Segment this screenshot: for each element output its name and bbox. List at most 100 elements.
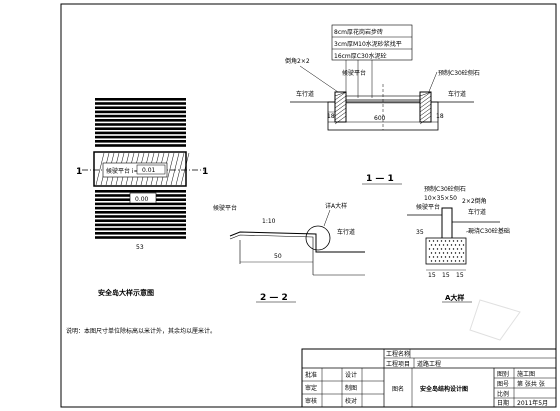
- da-size-label: 10×35×50: [424, 195, 457, 202]
- tb-design: 设计: [345, 371, 357, 379]
- elevation-top: 0.01: [142, 167, 156, 174]
- curb-hatch-line: [419, 115, 432, 125]
- curb-hatch-line: [419, 99, 432, 109]
- aggregate-dot: [450, 244, 453, 246]
- detail-a: 预制C30砼侧石 10×35×50 候驶平台 2×2倒角 车行道 现浇C30砼基…: [407, 185, 510, 303]
- crosswalk-stripe: [95, 223, 186, 227]
- da-chamfer-label: 2×2倒角: [462, 197, 487, 205]
- crosswalk-stripe: [95, 190, 186, 193]
- dim-center: 600: [374, 115, 386, 122]
- aggregate-dot: [444, 240, 447, 242]
- aggregate-dot: [462, 260, 465, 262]
- aggregate-dot: [462, 252, 465, 254]
- s22-title: 2 — 2: [260, 293, 288, 303]
- aggregate-dot: [440, 248, 443, 250]
- crosswalk-stripe: [95, 110, 186, 114]
- aggregate-dot: [432, 240, 435, 242]
- hatch-line: [165, 152, 175, 186]
- aggregate-dot: [454, 252, 457, 254]
- section-mark-left: 1: [76, 167, 82, 177]
- aggregate-dot: [450, 260, 453, 262]
- layer-callout-box: [331, 24, 413, 61]
- curb-right: [419, 91, 432, 123]
- crosswalk-stripe: [95, 140, 186, 143]
- s22-lane-label: 车行道: [337, 228, 355, 236]
- detail-a-circle: [305, 225, 331, 251]
- tb-scale-label: 比例: [497, 390, 509, 398]
- foundation-dots: [428, 240, 465, 262]
- tb-date-value: 2011年5月: [517, 399, 548, 407]
- tb-project-item-value: 道路工程: [417, 360, 441, 368]
- tb-drawing-no-label: 图别: [497, 370, 509, 378]
- watermark: [469, 299, 521, 341]
- s22-dim: 50: [274, 253, 282, 260]
- aggregate-dot: [436, 240, 439, 242]
- aggregate-dot: [454, 244, 457, 246]
- aggregate-dot: [432, 256, 435, 258]
- crosswalk-stripes-top: [95, 98, 186, 147]
- aggregate-dot: [442, 260, 445, 262]
- aggregate-dot: [430, 260, 433, 262]
- aggregate-dot: [432, 248, 435, 250]
- curb-hatch: [334, 91, 432, 125]
- aggregate-dot: [446, 244, 449, 246]
- section-mark-right: 1: [202, 167, 208, 177]
- da-title: A大样: [445, 293, 464, 302]
- curb-hatch-line: [334, 95, 347, 105]
- aggregate-dot: [442, 244, 445, 246]
- crosswalk-stripe: [95, 215, 186, 218]
- crosswalk-stripe: [95, 123, 186, 126]
- da-dim-35: 35: [416, 229, 424, 236]
- tb-date-label: 日期: [497, 399, 509, 407]
- elevation-top-box: [136, 164, 166, 175]
- aggregate-dot: [462, 244, 465, 246]
- tb-project-item-label: 工程项目: [386, 360, 410, 368]
- chamfer-label: 倒角2×2: [285, 57, 310, 65]
- plan-bottom-number: 53: [136, 244, 144, 251]
- section-1-1: 8cm厚花岗岩步砖 3cm厚M10水泥砂浆找平 16cm厚C30水泥砼 倒角2×…: [285, 24, 480, 185]
- aggregate-dot: [440, 240, 443, 242]
- s22-platform-label: 候驶平台: [213, 204, 237, 212]
- curb-hatch-line: [419, 91, 432, 97]
- aggregate-dot: [436, 248, 439, 250]
- aggregate-dot: [428, 240, 431, 242]
- crosswalk-stripe: [95, 236, 186, 239]
- tb-project-name-label: 工程名称: [386, 350, 410, 358]
- crosswalk-stripe: [95, 144, 186, 147]
- aggregate-dot: [458, 260, 461, 262]
- aggregate-dot: [436, 256, 439, 258]
- aggregate-dot: [428, 248, 431, 250]
- layer-2-label: 3cm厚M10水泥砂浆找平: [334, 40, 402, 48]
- da-dim-3: 15: [456, 272, 464, 279]
- crosswalk-stripe: [95, 98, 186, 101]
- s11-platform-label: 候驶平台: [342, 69, 366, 77]
- da-base-label: 现浇C30砼基础: [468, 227, 510, 235]
- note-text: 说明：本图尺寸单位除标高以米计外，其余均以厘米计。: [66, 327, 216, 335]
- curb-hatch-line: [419, 103, 432, 113]
- aggregate-dot: [444, 256, 447, 258]
- lane-left-label: 车行道: [296, 90, 314, 98]
- crosswalk-stripe: [95, 127, 186, 130]
- aggregate-dot: [442, 252, 445, 254]
- da-platform-label: 候驶平台: [416, 203, 440, 211]
- da-curb-label: 预制C30砼侧石: [424, 185, 466, 193]
- aggregate-dot: [444, 248, 447, 250]
- tb-check: 校对: [345, 397, 357, 405]
- plan-title: 安全岛大样示意图: [98, 288, 154, 297]
- aggregate-dot: [458, 244, 461, 246]
- curb-hatch-line: [334, 99, 347, 109]
- tb-draw: 制图: [345, 384, 357, 392]
- crosswalk-stripe: [95, 206, 186, 210]
- crosswalk-stripe: [95, 106, 186, 109]
- curb-hatch-line: [419, 95, 432, 105]
- aggregate-dot: [448, 248, 451, 250]
- da-dim-1: 15: [428, 272, 436, 279]
- aggregate-dot: [438, 244, 441, 246]
- aggregate-dot: [456, 256, 459, 258]
- crosswalk-stripe: [95, 227, 186, 231]
- tb-audit: 审核: [305, 397, 317, 405]
- aggregate-dot: [452, 256, 455, 258]
- aggregate-dot: [440, 256, 443, 258]
- aggregate-dot: [452, 240, 455, 242]
- tb-drawing-name-label: 图名: [392, 385, 404, 393]
